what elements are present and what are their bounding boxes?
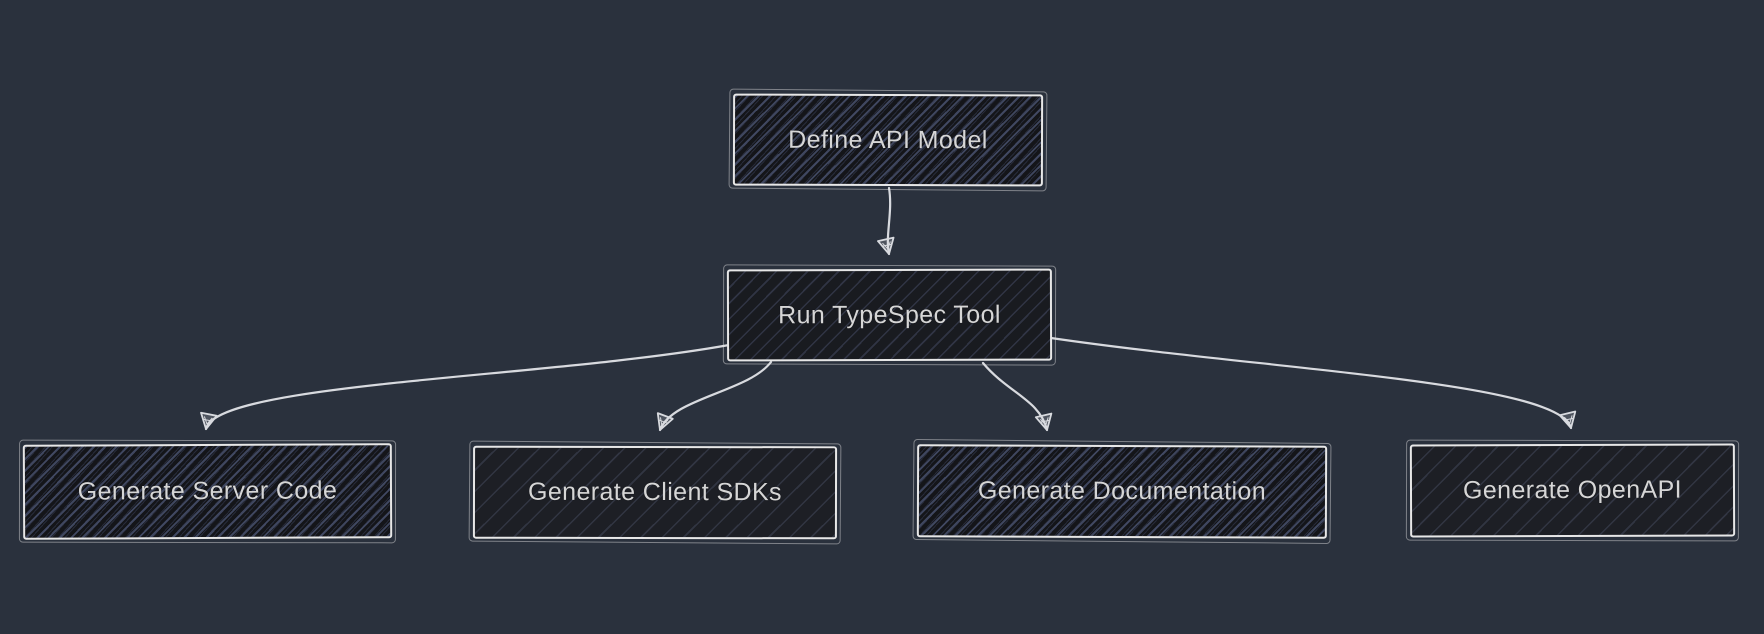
node-generate-server-code-label: Generate Server Code: [77, 476, 338, 506]
node-generate-client-sdks-label: Generate Client SDKs: [527, 477, 782, 507]
edge-run-to-server: [200, 343, 731, 431]
edge-define-to-run: [877, 186, 895, 256]
edge-run-to-client: [656, 360, 773, 432]
node-run-typespec-tool: Run TypeSpec Tool: [726, 268, 1053, 362]
node-generate-client-sdks: Generate Client SDKs: [472, 445, 838, 540]
node-generate-documentation: Generate Documentation: [916, 444, 1328, 539]
node-generate-openapi-label: Generate OpenAPI: [1462, 475, 1683, 505]
node-define-api-model: Define API Model: [732, 93, 1044, 187]
node-generate-openapi: Generate OpenAPI: [1409, 443, 1736, 538]
node-generate-server-code: Generate Server Code: [22, 443, 393, 540]
node-run-typespec-tool-label: Run TypeSpec Tool: [778, 300, 1001, 329]
node-generate-documentation-label: Generate Documentation: [977, 476, 1267, 506]
edge-run-to-openapi: [1049, 336, 1577, 430]
edge-run-to-docs: [981, 361, 1053, 432]
node-define-api-model-label: Define API Model: [788, 125, 988, 154]
